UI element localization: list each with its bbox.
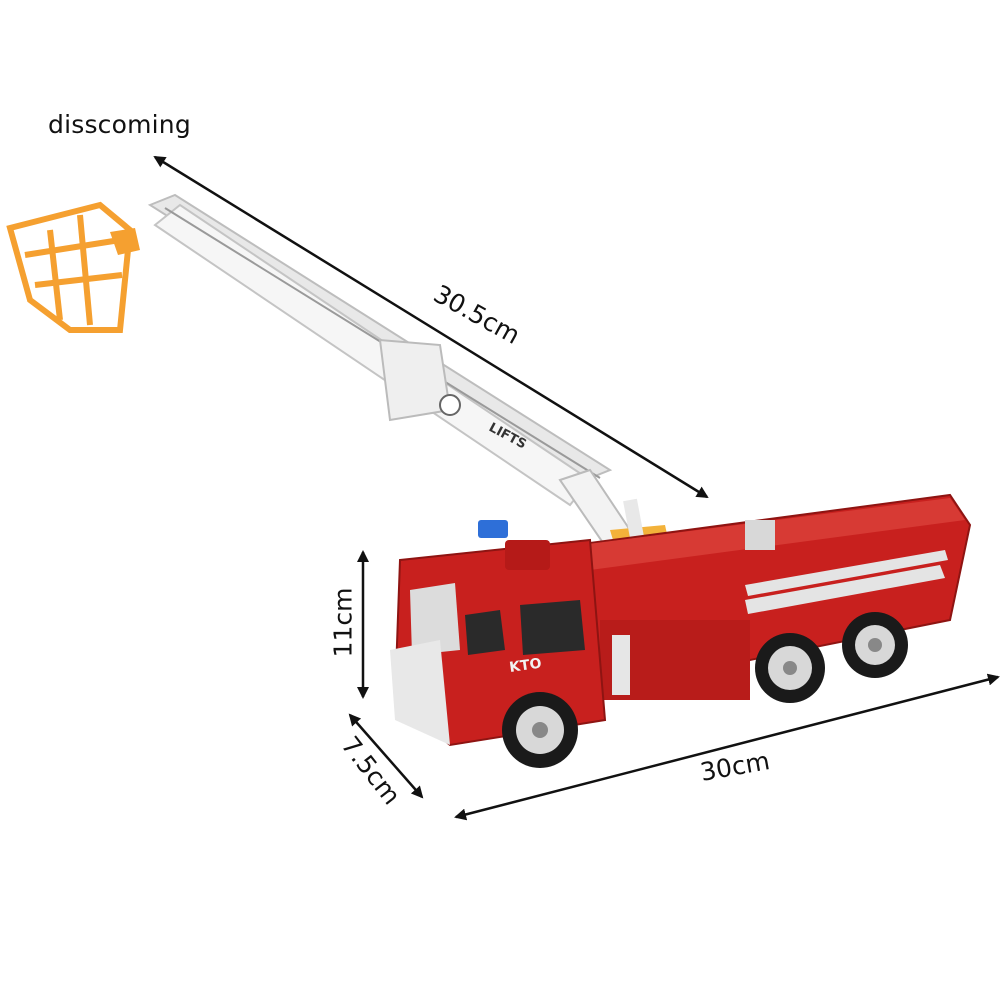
dimension-height-label: 11cm xyxy=(328,587,358,658)
windshield xyxy=(410,583,460,655)
firefighter-figure xyxy=(612,635,630,695)
side-window xyxy=(465,610,505,655)
brand-watermark: disscoming xyxy=(48,110,191,139)
ladder-length-arrow xyxy=(153,155,709,499)
siren-light xyxy=(478,520,508,538)
length-arrow xyxy=(454,673,1000,821)
front-bumper-grille xyxy=(390,640,450,745)
wheel-front xyxy=(502,692,578,768)
equipment-box xyxy=(745,520,775,550)
wheel-rear xyxy=(842,612,908,678)
ladder-emblem-icon xyxy=(439,394,461,416)
wheel-middle xyxy=(755,633,825,703)
depth-arrow xyxy=(348,713,424,799)
ladder-boom: LIFTS xyxy=(147,193,652,577)
dimension-arrows xyxy=(153,155,1000,821)
rescue-basket xyxy=(6,201,140,333)
side-decal: KTO xyxy=(508,656,542,676)
side-window-rear xyxy=(520,600,585,655)
